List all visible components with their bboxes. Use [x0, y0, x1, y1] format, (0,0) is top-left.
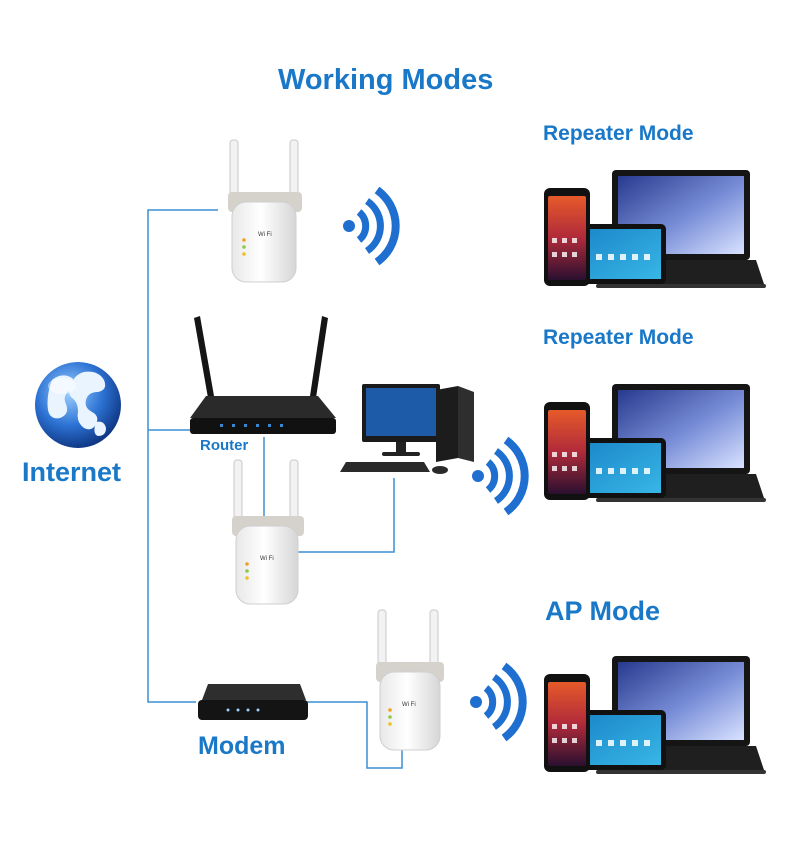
extender-icon: Wi Fi [232, 459, 304, 605]
extender-icon: Wi Fi [376, 609, 444, 751]
diagram-title: Working Modes [278, 64, 494, 96]
smartphone-icon [544, 188, 590, 286]
repeater-mode-label-1: Repeater Mode [543, 122, 694, 145]
modem-icon [198, 684, 308, 720]
repeater-mode-label-2: Repeater Mode [543, 326, 694, 349]
smartphone-icon [544, 402, 590, 500]
tablet-icon [572, 438, 666, 498]
tablet-icon [572, 224, 666, 284]
device-group [544, 170, 766, 288]
extender-icon: Wi Fi [228, 139, 302, 283]
internet-label: Internet [22, 457, 122, 487]
smartphone-icon [544, 674, 590, 772]
device-group [544, 656, 766, 774]
router-icon [190, 316, 336, 434]
svg-text:Wi Fi: Wi Fi [260, 556, 274, 562]
globe-icon [35, 362, 121, 448]
desktop-pc-icon [340, 384, 474, 474]
device-group [544, 384, 766, 502]
svg-text:Wi Fi: Wi Fi [402, 702, 416, 708]
wifi-signal-icon [472, 436, 529, 516]
connection-lines [147, 209, 403, 769]
wifi-signal-icon [470, 662, 527, 742]
ap-mode-label: AP Mode [545, 596, 661, 626]
svg-text:Wi Fi: Wi Fi [258, 232, 272, 238]
router-label: Router [200, 437, 249, 454]
modem-label: Modem [198, 732, 286, 760]
wifi-signal-icon [343, 186, 400, 266]
